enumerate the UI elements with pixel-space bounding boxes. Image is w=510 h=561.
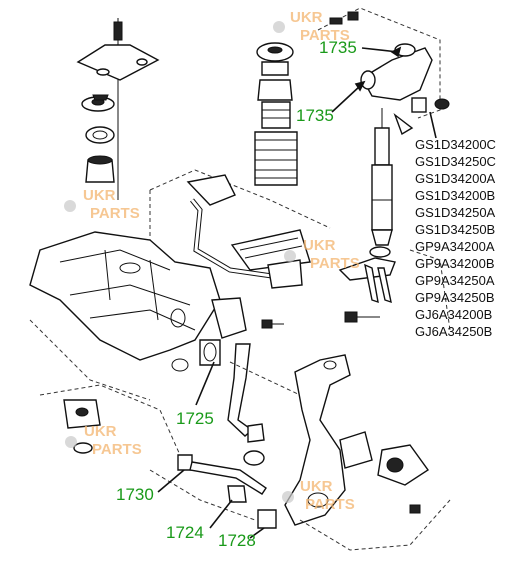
- watermark-parts: PARTS: [305, 496, 355, 513]
- steering-knuckle: [284, 249, 451, 551]
- part-number: GJ6A34200B: [415, 307, 492, 322]
- lower-arm-rear: [39, 384, 277, 529]
- callout-1728: 1728: [218, 531, 256, 550]
- strut-mount-assembly-left: [76, 18, 160, 200]
- spring-seat-and-bumper: [254, 42, 298, 186]
- part-number: GS1D34250A: [415, 205, 496, 220]
- watermark-group: UKR PARTS UKR PARTS UKR PARTS UKR PARTS …: [64, 9, 360, 513]
- stabilizer-bar: [149, 169, 331, 289]
- callout-1730: 1730: [116, 485, 154, 504]
- watermark-ukr: UKR: [303, 237, 336, 254]
- watermark-ukr: UKR: [290, 9, 323, 26]
- watermark-parts: PARTS: [300, 27, 350, 44]
- part-number: GS1D34200C: [415, 137, 496, 152]
- callout-1735-top: 1735: [319, 38, 357, 57]
- watermark-ukr: UKR: [84, 423, 117, 440]
- part-number: GS1D34250C: [415, 154, 496, 169]
- gear-icon: [64, 21, 296, 503]
- watermark-parts: PARTS: [310, 255, 360, 272]
- callout-1724: 1724: [166, 523, 204, 542]
- front-crossmember: [29, 190, 221, 401]
- shock-absorber: [369, 108, 393, 258]
- part-number: GS1D34200A: [415, 171, 496, 186]
- part-number-list: GS1D34200C GS1D34250C GS1D34200A GS1D342…: [415, 137, 496, 339]
- part-number: GJ6A34250B: [415, 324, 492, 339]
- part-number: GP9A34200B: [415, 256, 495, 271]
- watermark-ukr: UKR: [83, 187, 116, 204]
- callout-1725: 1725: [176, 409, 214, 428]
- part-number: GP9A34250A: [415, 273, 495, 288]
- part-number: GS1D34250B: [415, 222, 495, 237]
- lower-link-right: [338, 257, 396, 323]
- part-number: GP9A34200A: [415, 239, 495, 254]
- watermark-ukr: UKR: [300, 478, 333, 495]
- callout-1735-mid: 1735: [296, 106, 334, 125]
- leader-lines: [157, 46, 437, 539]
- watermark-parts: PARTS: [92, 441, 142, 458]
- part-number: GS1D34200B: [415, 188, 495, 203]
- part-number: GP9A34250B: [415, 290, 495, 305]
- upper-control-arm: [317, 7, 450, 136]
- lower-arm-front: [199, 297, 301, 466]
- watermark-parts: PARTS: [90, 205, 140, 222]
